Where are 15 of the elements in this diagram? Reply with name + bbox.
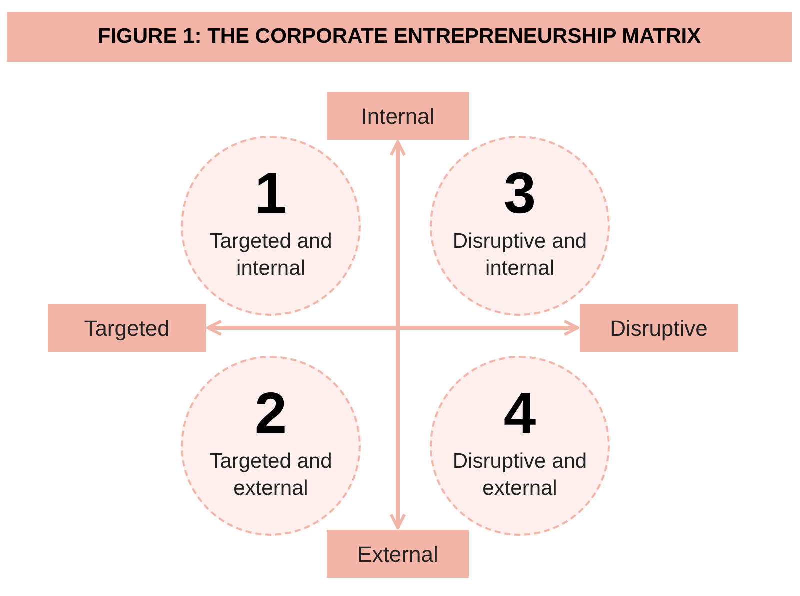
title-banner: FIGURE 1: THE CORPORATE ENTREPRENEURSHIP MATRIX [7,12,792,62]
quadrant-label: Targeted and internal [208,229,334,282]
quadrant-number: 3 [504,164,536,224]
double-arrow [206,320,580,336]
quadrant-number: 1 [254,164,288,224]
quadrant-label: Disruptive and internal [452,229,588,282]
axis-label: External [327,530,469,578]
quadrant-number: 2 [254,384,288,444]
axis-label: Disruptive [580,304,738,352]
axis-label: Internal [327,92,469,140]
axis-label: Targeted [48,304,206,352]
quadrant-number: 4 [504,384,536,444]
quadrant-label: Disruptive and external [452,449,588,502]
double-arrow [390,140,406,530]
quadrant-label: Targeted and external [208,449,334,502]
